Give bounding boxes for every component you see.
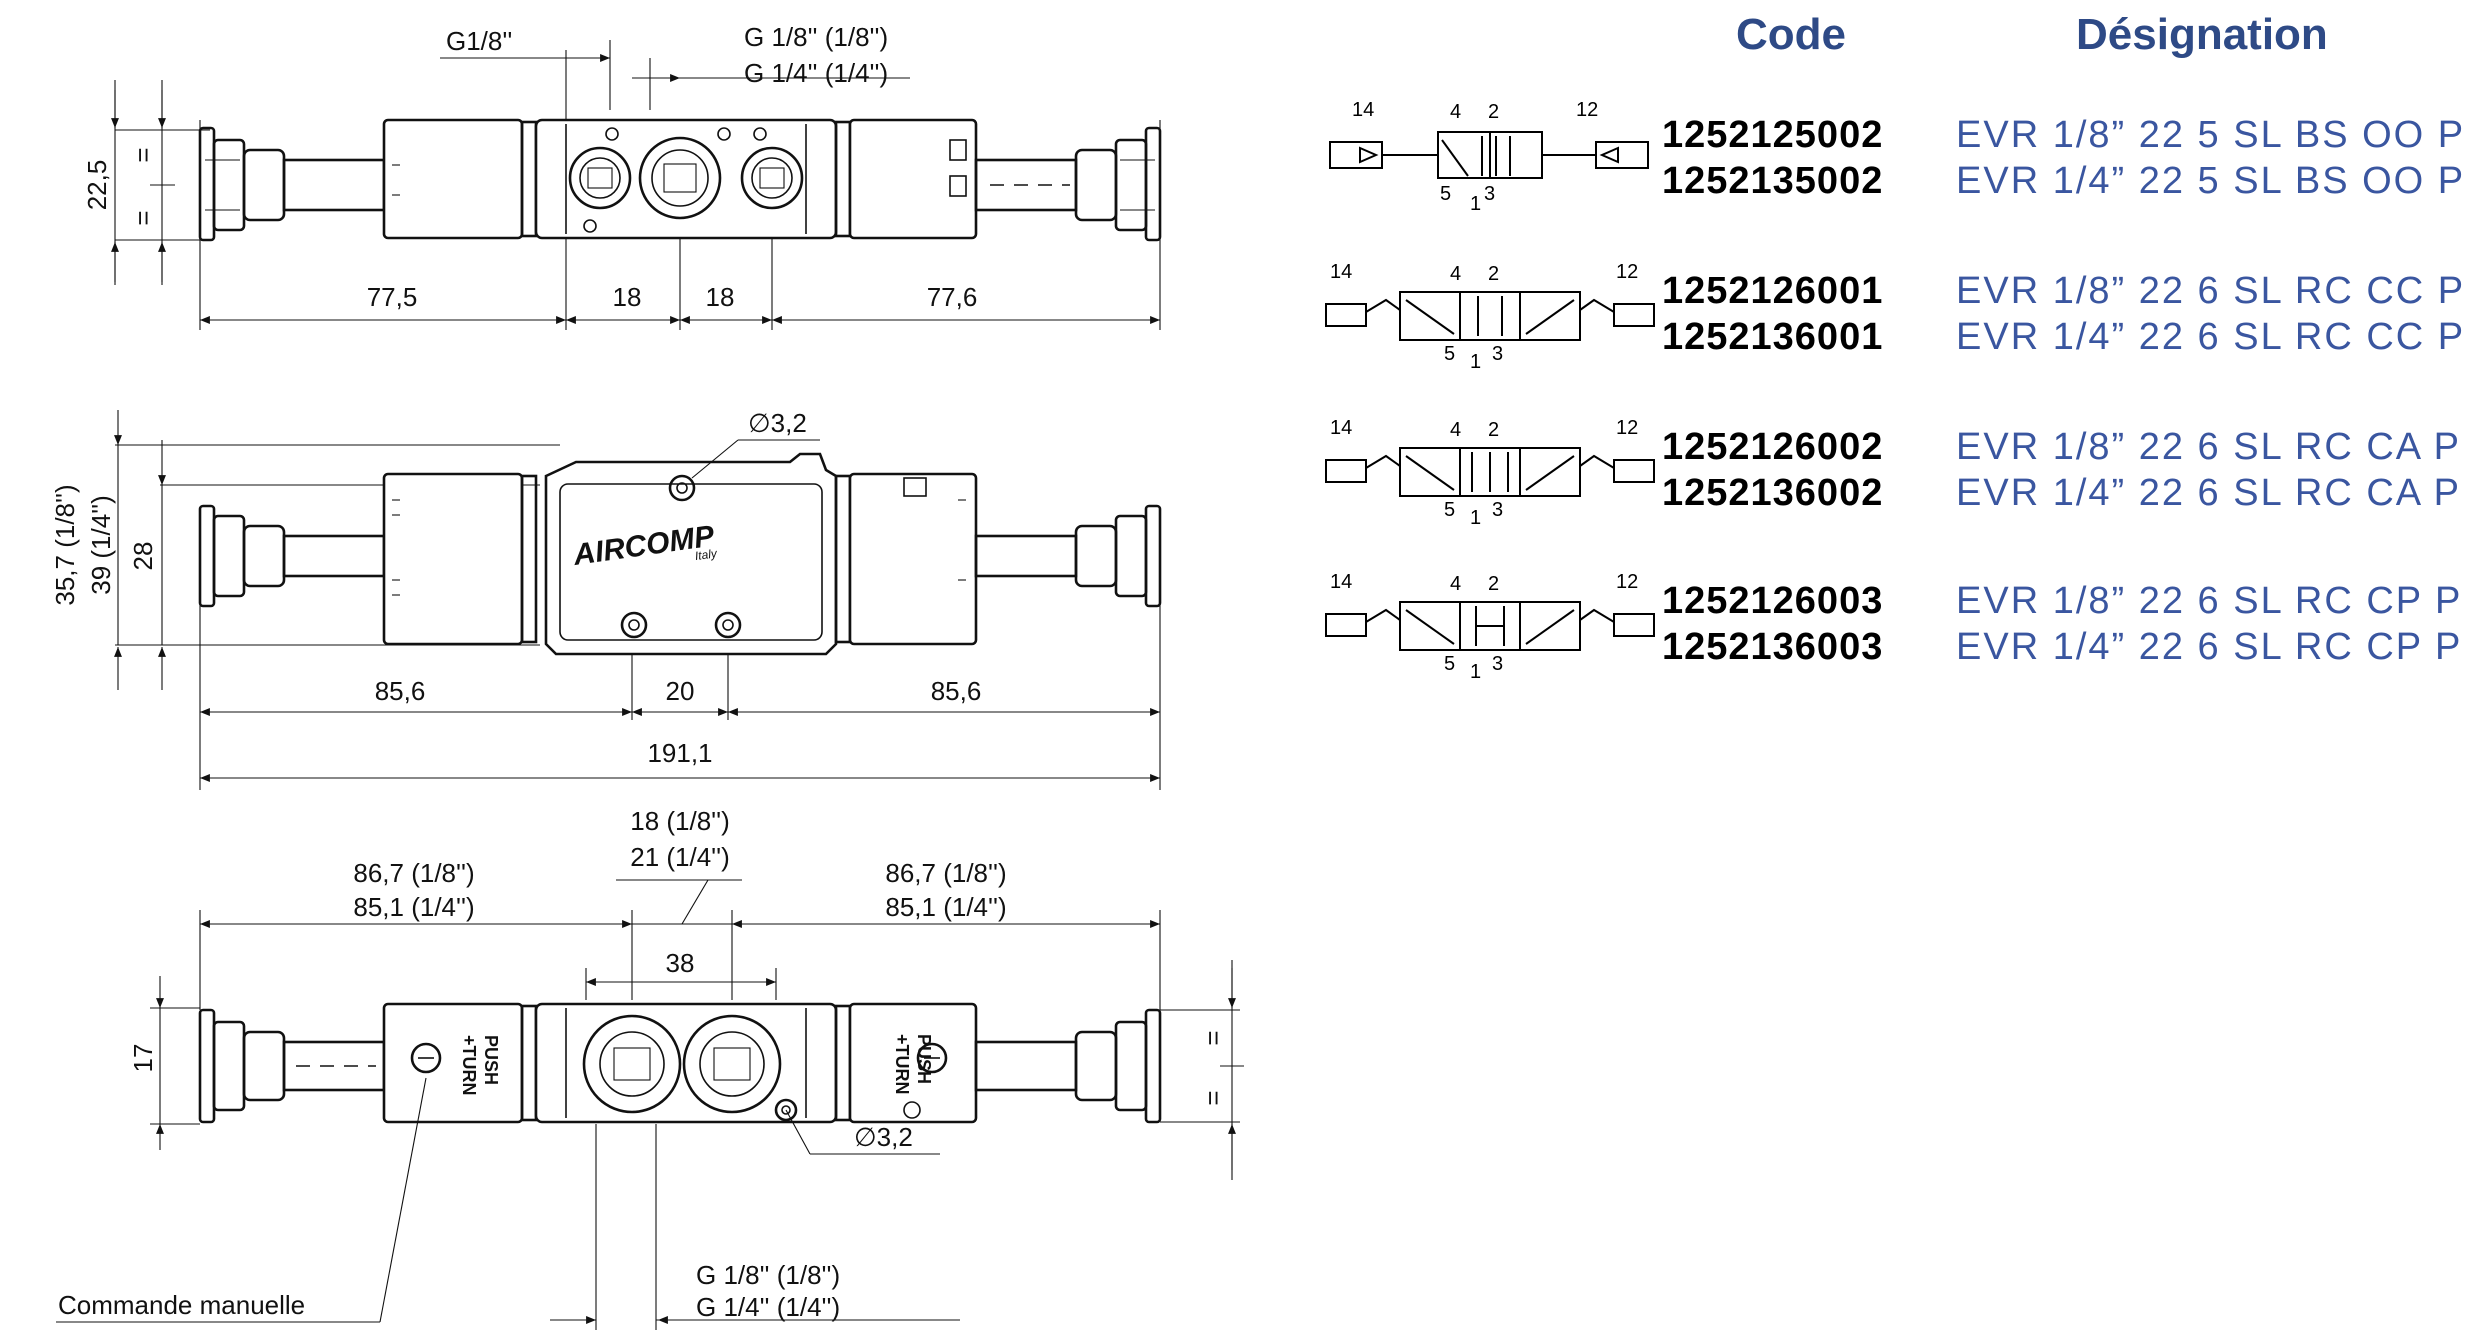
- designation-row3-b: EVR 1/4” 22 6 SL RC CA P: [1956, 472, 2461, 514]
- code-1252135002: 1252135002: [1662, 160, 1884, 202]
- designation-row4-b: EVR 1/4” 22 6 SL RC CP P: [1956, 626, 2463, 668]
- svg-text:12: 12: [1576, 99, 1598, 121]
- valve-symbol-5-3-ca: 14 12 4 2 5 1 3: [1325, 417, 1655, 528]
- bottom-left-dim-2: 85,1 (1/4''): [353, 892, 474, 922]
- svg-text:1: 1: [1470, 661, 1481, 682]
- table-row: 14 12 4 2 5 1 3 1252125002 EVR 1/8” 22 5…: [1300, 96, 2484, 226]
- svg-text:1: 1: [1470, 193, 1481, 215]
- svg-text:3: 3: [1492, 499, 1503, 521]
- front-dim-left: 85,6: [375, 676, 426, 706]
- top-height-dim: 22,5: [82, 160, 112, 211]
- bottom-port-spacing: 38: [666, 948, 695, 978]
- code-1252125002: 1252125002: [1662, 114, 1884, 156]
- bottom-port-label-2: G 1/4'' (1/4''): [696, 1292, 840, 1322]
- designation-row2-b: EVR 1/4” 22 6 SL RC CC P: [1956, 316, 2466, 358]
- svg-text:3: 3: [1484, 183, 1495, 205]
- bottom-height-dim: 17: [128, 1044, 158, 1073]
- valve-symbol-5-3-cp: 14 12 4 2 5 1 3: [1325, 571, 1655, 682]
- top-port-label-right-2: G 1/4'' (1/4''): [744, 58, 888, 88]
- front-height-dim-3: 28: [128, 542, 158, 571]
- designation-row3-a: EVR 1/8” 22 6 SL RC CA P: [1956, 426, 2461, 468]
- designation-row2-a: EVR 1/8” 22 6 SL RC CC P: [1956, 270, 2466, 312]
- designation-row1-b: EVR 1/4” 22 5 SL BS OO P: [1956, 160, 2466, 202]
- svg-text:14: 14: [1330, 417, 1352, 439]
- svg-text:2: 2: [1488, 573, 1499, 595]
- svg-text:5: 5: [1444, 343, 1455, 365]
- svg-text:4: 4: [1450, 263, 1461, 285]
- top-port-label-left: G1/8'': [446, 26, 512, 56]
- table-row: 14 12 4 2 5 1 3 1252126001 EVR 1/8” 22 6…: [1300, 252, 2484, 382]
- bottom-left-dim-1: 86,7 (1/8''): [353, 858, 474, 888]
- svg-text:5: 5: [1444, 499, 1455, 521]
- designation-row4-a: EVR 1/8” 22 6 SL RC CP P: [1956, 580, 2463, 622]
- bottom-equal-mark-2: =: [1198, 1090, 1228, 1105]
- top-dim-left: 77,5: [367, 282, 418, 312]
- svg-text:12: 12: [1616, 261, 1638, 283]
- front-dim-mid: 20: [666, 676, 695, 706]
- svg-text:14: 14: [1330, 261, 1352, 283]
- svg-text:Italy: Italy: [694, 546, 719, 563]
- top-equal-mark-2: =: [128, 210, 158, 225]
- bottom-port-label-1: G 1/8'' (1/8''): [696, 1260, 840, 1290]
- code-1252136001: 1252136001: [1662, 316, 1884, 358]
- bottom-right-dim-1: 86,7 (1/8''): [885, 858, 1006, 888]
- svg-text:1: 1: [1470, 351, 1481, 372]
- front-dim-right: 85,6: [931, 676, 982, 706]
- right-turn-label: +TURN: [892, 1034, 912, 1095]
- left-push-label: PUSH: [481, 1035, 501, 1085]
- bottom-mid-dim-2: 21 (1/4''): [630, 842, 730, 872]
- top-equal-mark-1: =: [128, 147, 158, 162]
- top-dim-mid-1: 18: [613, 282, 642, 312]
- svg-text:2: 2: [1488, 419, 1499, 441]
- top-dim-mid-2: 18: [706, 282, 735, 312]
- front-dim-total: 191,1: [647, 738, 712, 768]
- left-turn-label: +TURN: [459, 1035, 479, 1096]
- code-1252136002: 1252136002: [1662, 472, 1884, 514]
- valve-symbol-5-2: 14 12 4 2 5 1 3: [1329, 99, 1649, 215]
- bottom-right-dim-2: 85,1 (1/4''): [885, 892, 1006, 922]
- svg-text:5: 5: [1440, 183, 1451, 205]
- top-port-label-right-1: G 1/8'' (1/8''): [744, 22, 888, 52]
- svg-text:3: 3: [1492, 343, 1503, 365]
- svg-text:4: 4: [1450, 419, 1461, 441]
- svg-text:12: 12: [1616, 571, 1638, 593]
- svg-text:3: 3: [1492, 653, 1503, 675]
- code-1252136003: 1252136003: [1662, 626, 1884, 668]
- code-1252126003: 1252126003: [1662, 580, 1884, 622]
- table-row: 14 12 4 2 5 1 3 1252126002 EVR 1/8” 22 6…: [1300, 408, 2484, 538]
- designation-row1-a: EVR 1/8” 22 5 SL BS OO P: [1956, 114, 2466, 156]
- bottom-view: 86,7 (1/8'') 85,1 (1/4'') 18 (1/8'') 21 …: [56, 806, 1244, 1330]
- svg-text:2: 2: [1488, 263, 1499, 285]
- code-1252126001: 1252126001: [1662, 270, 1884, 312]
- svg-text:12: 12: [1616, 417, 1638, 439]
- table-row: 14 12 4 2 5 1 3 1252126003 EVR 1/8” 22 6…: [1300, 562, 2484, 692]
- right-push-label: PUSH: [914, 1034, 934, 1084]
- front-height-dim-1: 35,7 (1/8''): [50, 484, 80, 605]
- bottom-equal-mark-1: =: [1198, 1030, 1228, 1045]
- front-height-dim-2: 39 (1/4''): [86, 495, 116, 595]
- code-1252126002: 1252126002: [1662, 426, 1884, 468]
- top-view: 22,5 = = 77,5 18 18 77,6 G1/8'' G 1/8'' …: [82, 22, 1162, 330]
- front-hole-dim: ∅3,2: [748, 408, 807, 438]
- valve-symbol-5-3-cc: 14 12 4 2 5 1 3: [1325, 261, 1655, 372]
- svg-text:5: 5: [1444, 653, 1455, 675]
- product-table: Code Désignation 14 12 4 2 5 1 3 1252125…: [1300, 0, 2484, 700]
- svg-text:14: 14: [1330, 571, 1352, 593]
- top-dim-right: 77,6: [927, 282, 978, 312]
- manual-command-label: Commande manuelle: [58, 1290, 305, 1320]
- technical-drawing: 22,5 = = 77,5 18 18 77,6 G1/8'' G 1/8'' …: [50, 22, 1244, 1330]
- svg-text:2: 2: [1488, 101, 1499, 123]
- front-view: AIRCOMP Italy ∅3,2 35,7 (1/8'') 39 (1/4'…: [50, 408, 1162, 790]
- bottom-hole-dim: ∅3,2: [854, 1122, 913, 1152]
- header-designation: Désignation: [2076, 10, 2328, 59]
- svg-text:1: 1: [1470, 507, 1481, 528]
- svg-text:4: 4: [1450, 573, 1461, 595]
- svg-text:14: 14: [1352, 99, 1374, 121]
- header-code: Code: [1736, 10, 1846, 59]
- bottom-mid-dim-1: 18 (1/8''): [630, 806, 730, 836]
- svg-text:4: 4: [1450, 101, 1461, 123]
